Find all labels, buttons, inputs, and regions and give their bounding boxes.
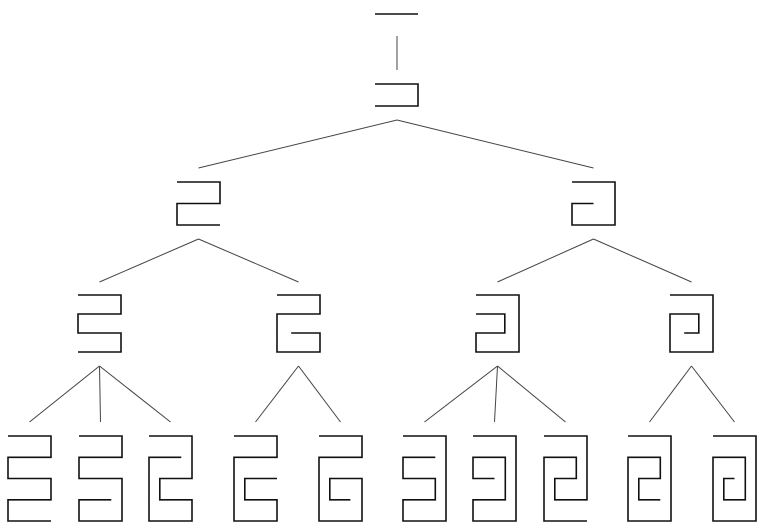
shape-leaf-6 <box>402 435 447 522</box>
tree-edge <box>198 238 299 283</box>
tree-edge <box>649 365 692 423</box>
shape-leaf-7 <box>472 435 517 522</box>
tree-edge <box>255 365 299 423</box>
tree-edge <box>99 365 101 423</box>
tree-edge <box>424 365 498 423</box>
tree-edge <box>691 365 735 423</box>
shape-leaf-3 <box>148 435 193 522</box>
tree-edge <box>497 365 566 423</box>
tree-edge <box>29 365 100 423</box>
tree-edge <box>396 119 594 169</box>
shape-node-l3d <box>669 294 714 353</box>
shape-leaf-8 <box>543 435 588 522</box>
tree-edge <box>99 238 199 283</box>
shape-leaf-1 <box>7 435 52 522</box>
shape-node-l3b <box>276 294 321 353</box>
shape-node-l1 <box>375 83 419 107</box>
shape-leaf-5 <box>318 435 363 522</box>
tree-edge <box>593 238 692 283</box>
tree-edge <box>99 365 171 423</box>
shape-leaf-4 <box>233 435 278 522</box>
tree-edge <box>298 365 341 423</box>
shape-node-l3a <box>77 294 122 353</box>
shape-node-l2a <box>176 181 221 226</box>
shape-leaf-10 <box>712 435 757 522</box>
shape-node-l3c <box>475 294 520 353</box>
shape-leaf-9 <box>627 435 672 522</box>
tree-edge <box>198 119 398 169</box>
tree-edge <box>494 365 498 423</box>
shape-node-l2b <box>571 181 616 226</box>
shape-leaf-2 <box>78 435 123 522</box>
tree-edge <box>497 238 594 283</box>
